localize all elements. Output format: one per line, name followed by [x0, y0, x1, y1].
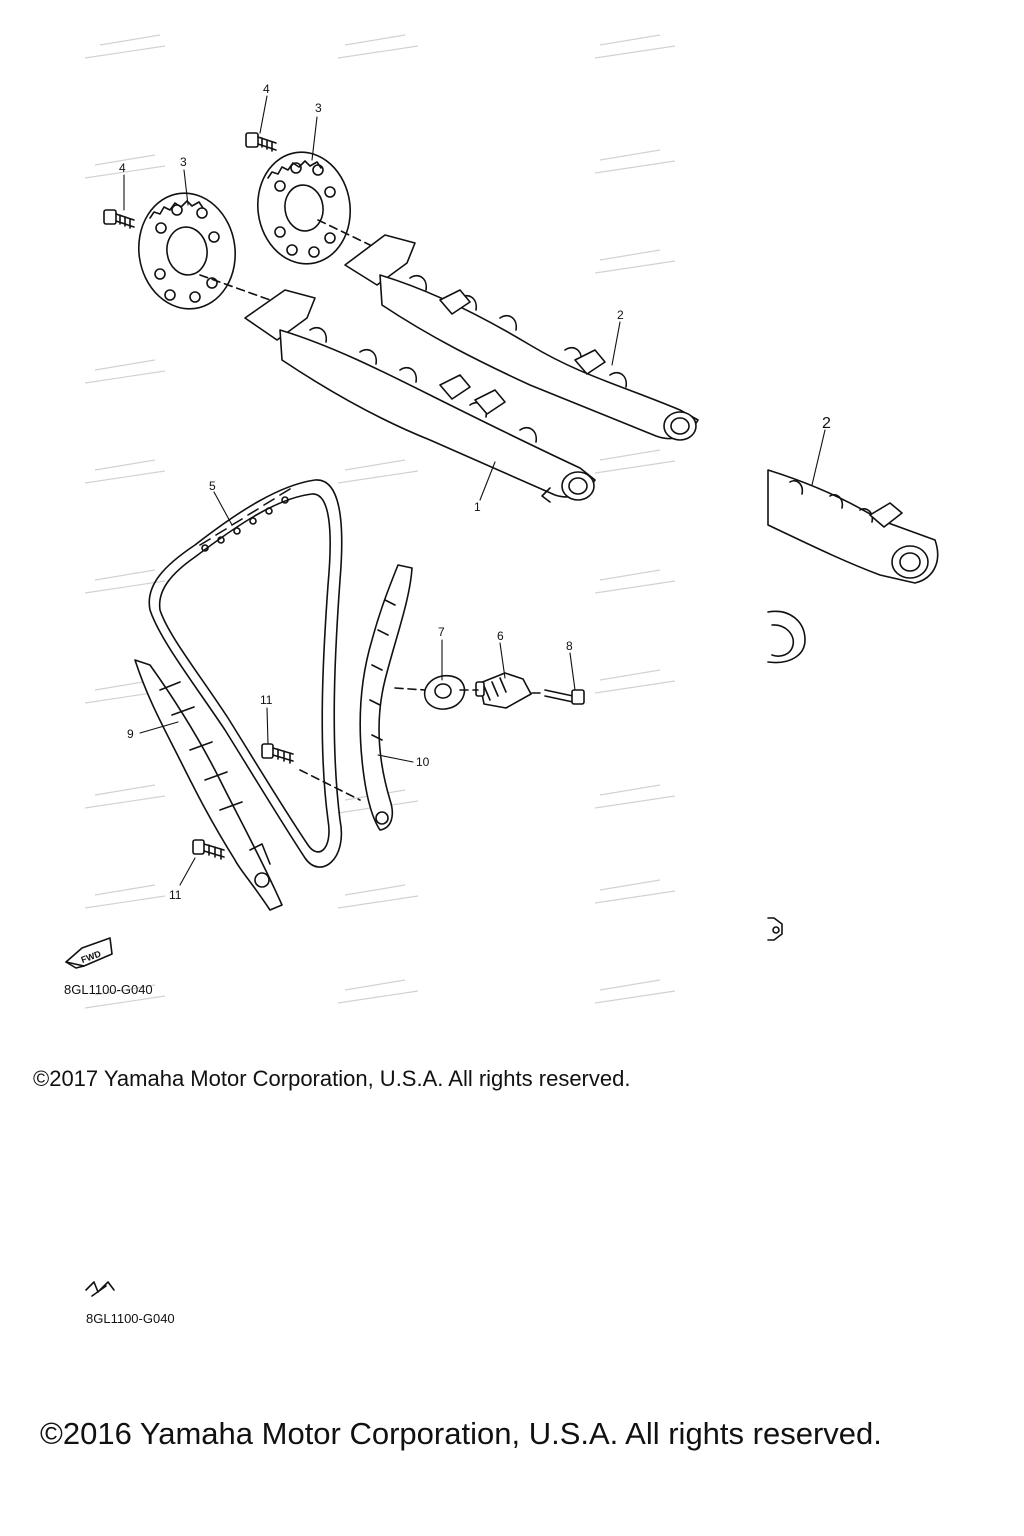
camshaft-2	[344, 234, 699, 441]
copyright-notice: ©2016 Yamaha Motor Corporation, U.S.A. A…	[40, 1416, 882, 1451]
alignment-line-guide	[299, 769, 361, 801]
camshaft-2-partial	[767, 469, 939, 584]
callout-8: 8	[566, 639, 573, 653]
callout-4: 4	[263, 82, 270, 96]
chain-tensioner-6	[475, 672, 532, 709]
alignment-line-left	[199, 274, 271, 301]
bolt-4-right	[245, 132, 277, 152]
bolt-11-upper	[261, 743, 294, 764]
leader-lines	[123, 95, 826, 886]
callout-10: 10	[416, 755, 430, 769]
camshaft-1	[244, 289, 596, 503]
fwd-arrow-partial-icon	[85, 1281, 115, 1297]
callout-5: 5	[209, 479, 216, 493]
callout-4: 4	[119, 161, 126, 175]
callout-3: 3	[180, 155, 187, 169]
bolt-4-left	[103, 209, 135, 229]
watermark-marks	[84, 34, 676, 1009]
callout-6: 6	[497, 629, 504, 643]
callout-11: 11	[169, 888, 182, 902]
gasket-7	[423, 674, 466, 710]
alignment-line-right	[317, 219, 371, 246]
callout-1: 1	[474, 500, 481, 514]
timing-chain	[148, 479, 343, 868]
callout-9: 9	[127, 727, 134, 741]
alignment-line-tensioner	[394, 687, 546, 694]
fwd-arrow-icon	[65, 937, 113, 969]
cam-sprocket-left	[137, 192, 237, 310]
callout-3: 3	[315, 101, 322, 115]
document-code: 8GL1100-G040	[86, 1311, 175, 1326]
callout-7: 7	[438, 625, 445, 639]
chain-guide-10	[359, 564, 413, 831]
bolt-8	[544, 689, 585, 705]
chain-guide-9	[134, 659, 283, 911]
copyright-notice: ©2017 Yamaha Motor Corporation, U.S.A. A…	[33, 1066, 631, 1091]
callout-2: 2	[617, 308, 624, 322]
cam-sprocket-right	[256, 151, 352, 265]
bolt-partial	[767, 917, 783, 941]
document-code: 8GL1100-G040	[64, 982, 153, 997]
camshaft-end-partial	[767, 610, 806, 664]
callout-11: 11	[260, 693, 273, 707]
bolt-11-lower	[192, 839, 225, 860]
callout-2: 2	[822, 415, 831, 432]
